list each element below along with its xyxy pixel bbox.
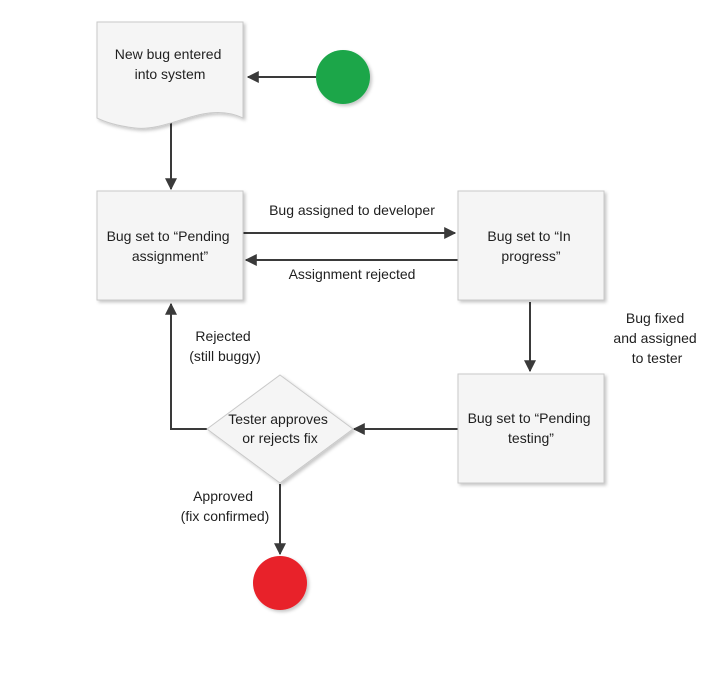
edge-labels: Bug assigned to developer Assignment rej… [181, 202, 700, 524]
decision-tester-approves [206, 374, 354, 484]
edge-assigned-line-1: Bug assigned to developer [269, 202, 435, 218]
node-tester-decision-line-1: Tester approves [228, 411, 328, 427]
edge-rejected-still-buggy [165, 302, 207, 430]
nodes: New bug entered into system Bug set to “… [96, 21, 605, 610]
edge-rejected-assignment-label: Assignment rejected [289, 266, 416, 282]
process-pending-testing [457, 373, 605, 484]
start-terminal [316, 50, 370, 104]
edge-rejected-fix-label: Rejected (still buggy) [189, 328, 261, 364]
node-tester-decision-line-2: or rejects fix [242, 430, 317, 446]
node-pending-testing-line-2: testing” [508, 430, 554, 446]
edge-assigned-label: Bug assigned to developer [269, 202, 435, 218]
node-pending-assignment-label: Bug set to “Pending assignment” [107, 228, 234, 264]
edge-fixed-line-3: to tester [632, 350, 683, 366]
process-in-progress [457, 190, 605, 301]
node-in-progress-line-1: Bug set to “In [487, 228, 570, 244]
node-pending-assignment-line-1: Bug set to “Pending [107, 228, 230, 244]
node-pending-assignment-line-2: assignment” [132, 248, 209, 264]
node-new-bug-label: New bug entered into system [115, 46, 226, 82]
edge-approved-line-1: Approved [193, 488, 253, 504]
edge-fixed-label: Bug fixed and assigned to tester [613, 310, 700, 366]
node-pending-testing-line-1: Bug set to “Pending [468, 410, 591, 426]
edge-approved-label: Approved (fix confirmed) [181, 488, 270, 524]
node-in-progress-label: Bug set to “In progress” [487, 228, 574, 264]
edge-fixed-line-2: and assigned [613, 330, 696, 346]
edge-rejected-assignment-line-1: Assignment rejected [289, 266, 416, 282]
edge-rejected-fix-line-1: Rejected [195, 328, 250, 344]
node-new-bug-line-2: into system [135, 66, 206, 82]
edge-approved-line-2: (fix confirmed) [181, 508, 270, 524]
edge-rejected-fix-line-2: (still buggy) [189, 348, 261, 364]
document-new-bug [96, 21, 244, 129]
node-pending-testing-label: Bug set to “Pending testing” [468, 410, 595, 446]
node-in-progress-line-2: progress” [501, 248, 560, 264]
node-new-bug-line-1: New bug entered [115, 46, 222, 62]
process-pending-assignment [96, 190, 244, 301]
edges [165, 71, 536, 556]
node-tester-decision-label: Tester approves or rejects fix [228, 411, 332, 446]
edge-fixed-line-1: Bug fixed [626, 310, 684, 326]
end-terminal [253, 556, 307, 610]
